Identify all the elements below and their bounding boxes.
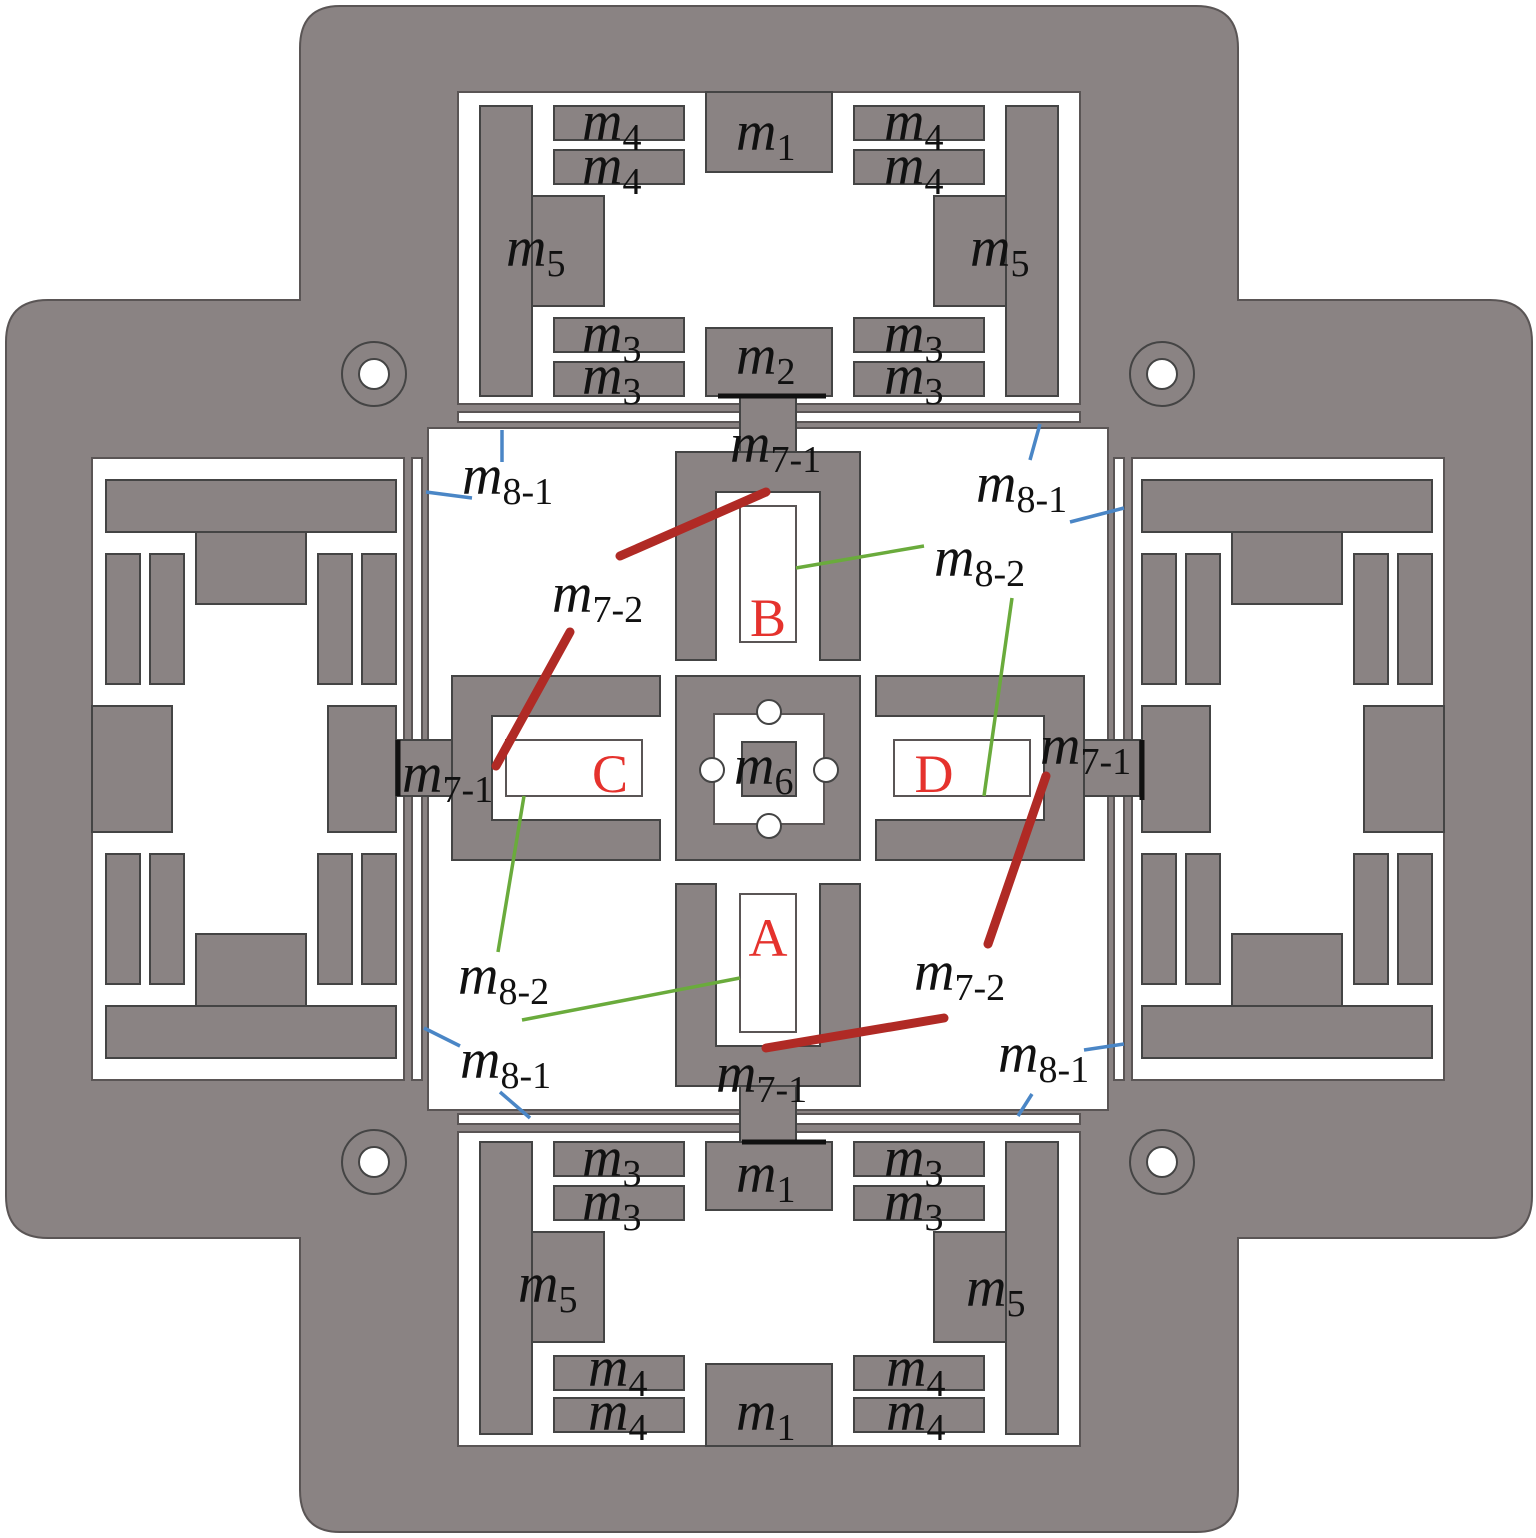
label-bot-m3-3: m3 — [884, 1127, 943, 1195]
mounting-hole-br — [1129, 1129, 1195, 1195]
label-top-m5-right: m5 — [970, 217, 1029, 285]
label-bot-m3-2: m3 — [582, 1171, 641, 1239]
label-top-m3-2: m3 — [582, 345, 641, 413]
leader-lines-m8-1 — [423, 423, 1125, 1120]
zone-label-c: C — [592, 744, 628, 804]
label-m7-1-top: m7-1 — [730, 413, 821, 481]
label-bot-m5-left: m5 — [518, 1253, 577, 1321]
zone-label-a: A — [749, 908, 788, 968]
mounting-hole-tr — [1129, 341, 1195, 407]
label-m7-2-br: m7-2 — [914, 941, 1005, 1009]
label-bot-m1-lower: m1 — [736, 1381, 795, 1449]
label-bot-m4-2: m4 — [588, 1381, 647, 1449]
label-m7-1-left: m7-1 — [402, 743, 493, 811]
label-bot-m4-4: m4 — [886, 1381, 945, 1449]
label-m7-1-bottom: m7-1 — [716, 1043, 807, 1111]
label-bot-m4-1: m4 — [588, 1337, 647, 1405]
label-top-m3-1: m3 — [582, 303, 641, 371]
leader-lines-m8-2 — [496, 544, 1014, 1022]
label-m8-1-bl: m8-1 — [460, 1029, 551, 1097]
leader-lines-m7-2 — [491, 487, 1051, 1053]
label-top-m4-1: m4 — [582, 91, 641, 159]
label-m8-1-tl: m8-1 — [462, 445, 553, 513]
label-bot-m5-right: m5 — [966, 1257, 1025, 1325]
label-m8-1-tr: m8-1 — [976, 453, 1067, 521]
top-module — [457, 91, 1081, 423]
label-m6: m6 — [734, 735, 793, 803]
right-module — [1113, 457, 1445, 1081]
label-top-m1: m1 — [736, 101, 795, 169]
mounting-hole-tl — [341, 341, 407, 407]
label-bot-m4-3: m4 — [886, 1337, 945, 1405]
mounting-holes — [341, 341, 1195, 1195]
clamp-bars — [395, 393, 1145, 1145]
label-bot-m3-4: m3 — [884, 1171, 943, 1239]
central-stage — [395, 395, 1141, 1143]
label-top-m4-2: m4 — [582, 135, 641, 203]
label-bot-m3-1: m3 — [582, 1127, 641, 1195]
zone-label-d: D — [915, 744, 954, 804]
zone-label-b: B — [750, 588, 786, 648]
label-bot-m1-upper: m1 — [736, 1143, 795, 1211]
label-top-m3-4: m3 — [884, 345, 943, 413]
label-m7-2-tl: m7-2 — [552, 563, 643, 631]
label-top-m3-3: m3 — [884, 303, 943, 371]
label-top-m5-left: m5 — [506, 217, 565, 285]
label-m8-2-tr: m8-2 — [934, 527, 1025, 595]
label-top-m2: m2 — [736, 325, 795, 393]
label-m7-1-right: m7-1 — [1040, 715, 1131, 783]
label-m8-1-br: m8-1 — [998, 1023, 1089, 1091]
label-m8-2-bl: m8-2 — [458, 945, 549, 1013]
label-top-m4-3: m4 — [884, 91, 943, 159]
mounting-hole-bl — [341, 1129, 407, 1195]
bottom-module — [457, 1113, 1081, 1447]
label-top-m4-4: m4 — [884, 135, 943, 203]
left-module — [91, 457, 423, 1081]
